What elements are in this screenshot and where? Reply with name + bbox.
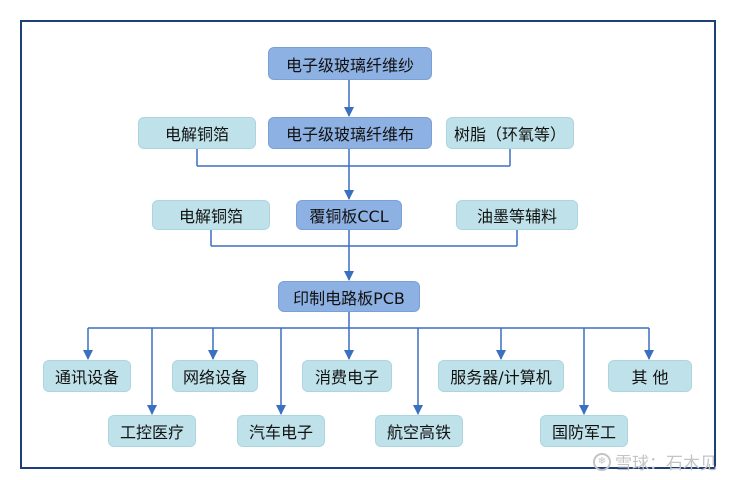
- node-ink-label: 油墨等辅料: [476, 207, 557, 226]
- app-label-8: 国防军工: [551, 423, 616, 442]
- app-label-5: 消费电子: [314, 368, 379, 387]
- watermark: ❄ 雪球：石木见: [593, 449, 717, 474]
- app-label-7: 服务器/计算机: [450, 368, 552, 387]
- node-copper-foil-2-label: 电解铜箔: [178, 207, 243, 226]
- watermark-text: 雪球：石木见: [615, 454, 717, 474]
- node-pcb: 印制电路板PCB: [278, 281, 420, 312]
- app-label-6: 航空高铁: [386, 423, 451, 442]
- app-box-5: 消费电子: [302, 360, 392, 392]
- app-box-7: 服务器/计算机: [438, 360, 564, 392]
- node-resin: 树脂（环氧等）: [446, 117, 574, 149]
- app-box-1: 通讯设备: [43, 360, 131, 392]
- app-label-4: 汽车电子: [248, 423, 313, 442]
- app-label-1: 通讯设备: [54, 368, 119, 387]
- app-label-3: 网络设备: [182, 368, 247, 387]
- node-glass-cloth-label: 电子级玻璃纤维布: [285, 125, 414, 144]
- node-copper-foil-1-label: 电解铜箔: [164, 125, 229, 144]
- app-box-6: 航空高铁: [375, 415, 463, 447]
- node-ccl-label: 覆铜板CCL: [309, 207, 389, 226]
- app-box-9: 其 他: [608, 360, 692, 392]
- app-label-2: 工控医疗: [119, 423, 184, 442]
- node-copper-foil-2: 电解铜箔: [152, 200, 270, 230]
- node-glass-yarn: 电子级玻璃纤维纱: [268, 47, 432, 80]
- node-pcb-label: 印制电路板PCB: [293, 288, 405, 308]
- snowball-logo-icon: ❄: [593, 452, 611, 471]
- node-ccl: 覆铜板CCL: [296, 200, 402, 230]
- node-ink: 油墨等辅料: [456, 200, 578, 230]
- node-resin-label: 树脂（环氧等）: [453, 125, 566, 144]
- app-box-3: 网络设备: [172, 360, 258, 392]
- node-glass-cloth: 电子级玻璃纤维布: [268, 117, 432, 149]
- app-box-4: 汽车电子: [237, 415, 325, 447]
- app-box-2: 工控医疗: [108, 415, 196, 447]
- node-glass-yarn-label: 电子级玻璃纤维纱: [285, 55, 414, 75]
- app-label-9: 其 他: [631, 368, 669, 387]
- app-box-8: 国防军工: [540, 415, 628, 447]
- diagram-frame: [20, 20, 716, 469]
- node-copper-foil-1: 电解铜箔: [138, 117, 256, 149]
